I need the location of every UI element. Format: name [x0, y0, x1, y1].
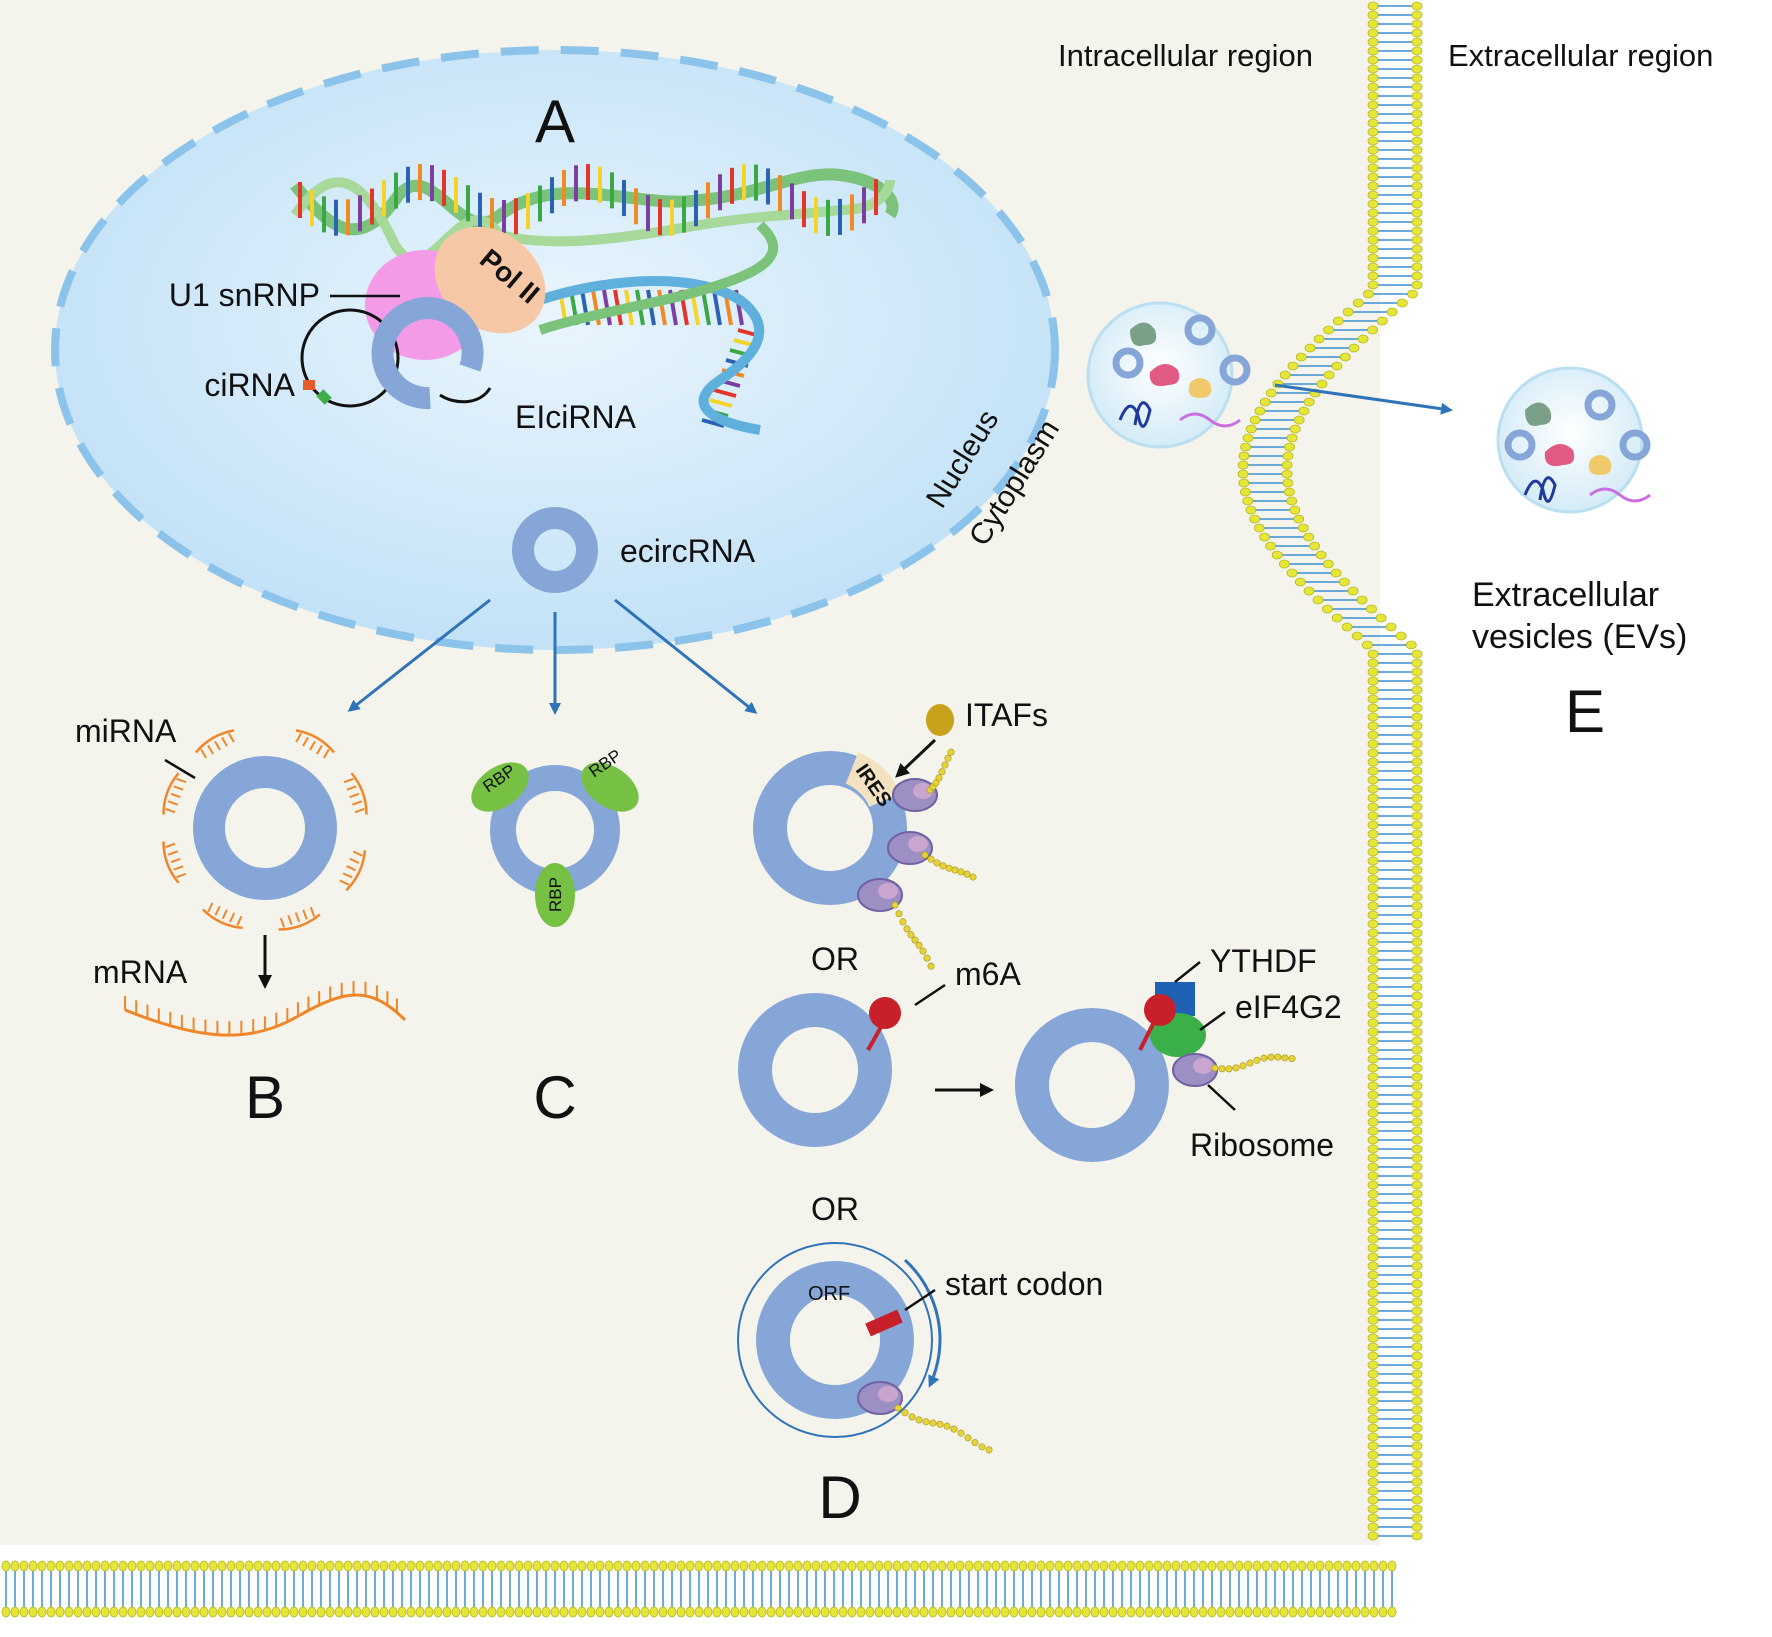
panel-a-label: A [535, 88, 575, 155]
pol-ii [434, 226, 546, 334]
eicirna-ring [371, 297, 484, 410]
panel-c-label: C [533, 1064, 576, 1131]
ev-secretion-arrow [1274, 383, 1453, 415]
orf-outer-ring [737, 1242, 933, 1438]
m6a-circrna-ring [738, 993, 892, 1147]
peptide-chain-m6a [1211, 1053, 1296, 1073]
mrna-strand [124, 981, 407, 1037]
peptide-chains [891, 748, 977, 970]
itafs-label: ITAFs [965, 697, 1048, 733]
panel-e-label: E [1565, 678, 1605, 745]
intracellular-region-label: Intracellular region [1058, 38, 1313, 73]
m6a-complex-ring [1015, 1008, 1169, 1162]
ires-circrna-ring [753, 751, 907, 905]
start-codon-label: start codon [945, 1266, 1103, 1302]
arrow-to-b [347, 598, 491, 712]
m6a-label: m6A [955, 956, 1021, 992]
cirna-lariat [300, 308, 400, 408]
u1-snrnp-label: U1 snRNP [169, 277, 320, 313]
orf-label: ORF [808, 1283, 850, 1305]
peptide-chain-orf [894, 1404, 993, 1454]
ecircrna-label: ecircRNA [620, 533, 756, 569]
mirna-label: miRNA [75, 713, 177, 749]
m6a-bound-icon [1144, 994, 1176, 1026]
or-label-1: OR [811, 941, 859, 977]
rbp-label-3: RBP [546, 877, 565, 912]
ev-cargo-outside [1504, 389, 1651, 503]
panel-d-label: D [818, 1464, 861, 1531]
arrow-to-d [614, 598, 758, 714]
ires-segment [845, 752, 901, 808]
orf-direction-arrow [903, 1258, 942, 1388]
panel-b-label: B [245, 1064, 285, 1131]
eicirna-label: EIciRNA [515, 399, 637, 435]
m6a-icon [869, 997, 901, 1029]
ribosome-icon [1172, 1053, 1218, 1087]
ribosome-label: Ribosome [1190, 1127, 1334, 1163]
ecircrna-ring [512, 507, 598, 593]
evs-label-line1: Extracellular [1472, 576, 1659, 614]
orf-circrna-ring [756, 1261, 914, 1419]
sponge-circrna-ring [193, 756, 337, 900]
ev-cargo-inside [1112, 314, 1251, 428]
ythdf-label: YTHDF [1210, 943, 1317, 979]
rbp-proteins: RBP RBP RBP [471, 746, 639, 927]
or-label-2: OR [811, 1191, 859, 1227]
mrna-label: mRNA [93, 954, 188, 990]
itaf-icon [926, 704, 954, 736]
mirna-icons [162, 729, 368, 931]
extracellular-region-label: Extracellular region [1448, 38, 1713, 73]
cirna-label: ciRNA [204, 367, 295, 403]
plasma-membrane-vertical [1237, 1, 1423, 1541]
plasma-membrane-horizontal [1, 1560, 1397, 1618]
evs-label-line2: vesicles (EVs) [1472, 618, 1687, 656]
eif4g2-label: eIF4G2 [1235, 989, 1342, 1025]
start-codon-mark [865, 1309, 903, 1337]
dna-double-helix-icon [290, 164, 899, 435]
